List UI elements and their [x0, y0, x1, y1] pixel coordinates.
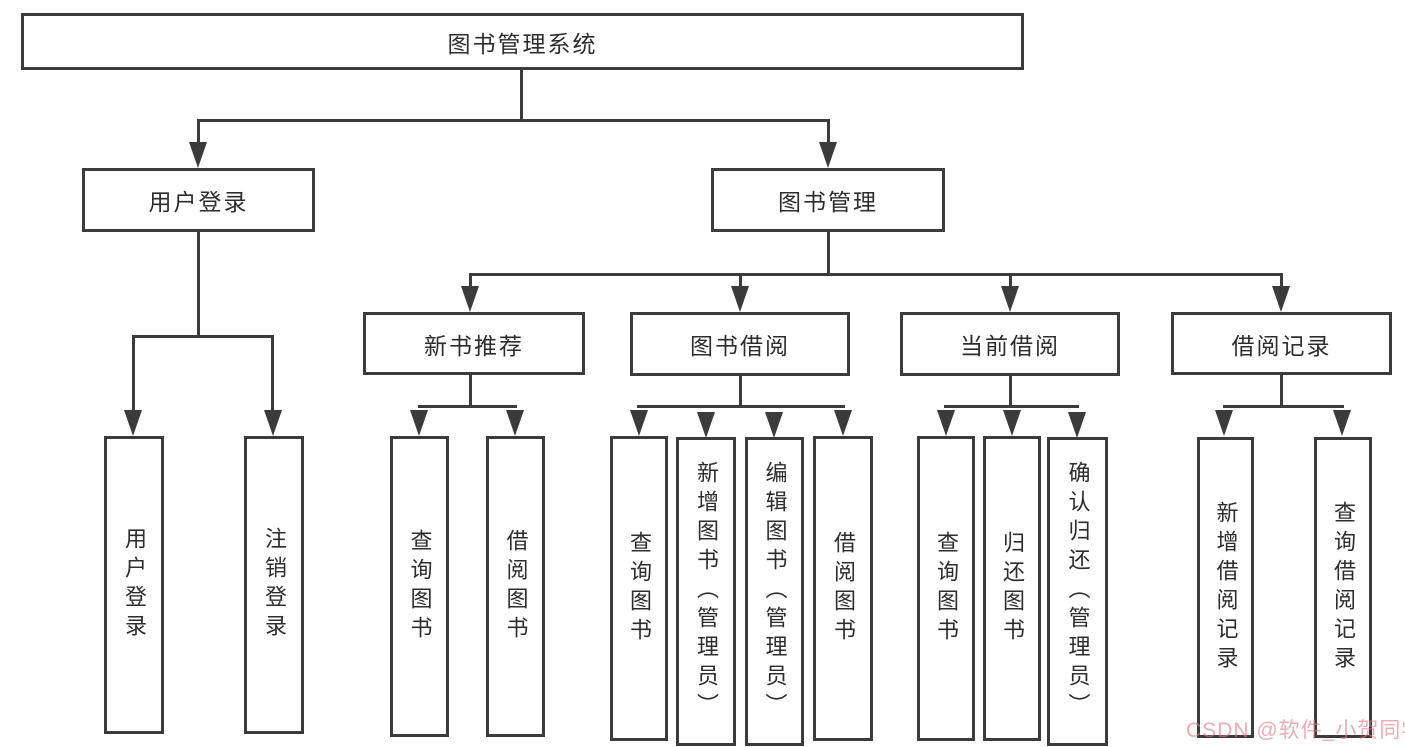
connector-line	[271, 335, 274, 415]
connector-line	[1280, 375, 1283, 407]
connector-line	[827, 232, 830, 275]
connector-line	[739, 273, 742, 289]
node-user-login: 用户登录	[82, 168, 315, 232]
arrow-down-icon	[1003, 410, 1021, 436]
connector-line	[132, 335, 135, 415]
connector-line	[469, 273, 1283, 276]
connector-line	[739, 375, 742, 407]
node-new-book-recommend: 新书推荐	[363, 312, 585, 375]
connector-line	[520, 70, 523, 122]
arrow-down-icon	[765, 412, 783, 438]
arrow-down-icon	[1333, 410, 1351, 436]
arrow-down-icon	[1272, 286, 1290, 312]
node-current-borrow: 当前借阅	[900, 312, 1120, 376]
arrow-down-icon	[264, 410, 282, 436]
leaf-confirm-return-admin: 确认归还（管理员）	[1047, 437, 1108, 746]
arrow-down-icon	[189, 142, 207, 168]
connector-line	[1009, 375, 1012, 407]
leaf-query-books-current: 查询图书	[917, 436, 975, 741]
leaf-edit-books-admin: 编辑图书（管理员）	[745, 437, 804, 746]
csdn-watermark: CSDN @软件_小贺同学	[1186, 719, 1405, 742]
connector-line	[637, 405, 845, 408]
node-book-borrow: 图书借阅	[630, 312, 850, 376]
node-borrow-records: 借阅记录	[1171, 312, 1392, 375]
leaf-query-books-borrow: 查询图书	[610, 436, 668, 741]
connector-line	[827, 119, 830, 147]
connector-line	[944, 405, 1079, 408]
arrow-down-icon	[834, 410, 852, 436]
connector-line	[1009, 273, 1012, 289]
connector-line	[132, 335, 274, 338]
leaf-return-books: 归还图书	[983, 436, 1041, 741]
arrow-down-icon	[1001, 286, 1019, 312]
connector-line	[1223, 405, 1344, 408]
connector-line	[197, 119, 830, 122]
leaf-query-borrow-record: 查询借阅记录	[1314, 437, 1372, 738]
leaf-query-books-recommend: 查询图书	[390, 436, 449, 737]
leaf-borrow-books-recommend: 借阅图书	[486, 436, 545, 737]
connector-line	[1280, 273, 1283, 289]
arrow-down-icon	[819, 142, 837, 168]
connector-line	[469, 374, 472, 407]
connector-line	[197, 232, 200, 337]
node-library-system: 图书管理系统	[21, 13, 1024, 70]
leaf-logout: 注销登录	[244, 436, 304, 734]
leaf-user-login: 用户登录	[104, 436, 164, 734]
leaf-add-books-admin: 新增图书（管理员）	[676, 437, 736, 746]
arrow-down-icon	[410, 410, 428, 436]
connector-line	[469, 273, 472, 289]
arrow-down-icon	[1215, 410, 1233, 436]
arrow-down-icon	[697, 412, 715, 438]
node-book-management: 图书管理	[711, 168, 945, 232]
arrow-down-icon	[461, 286, 479, 312]
arrow-down-icon	[1068, 412, 1086, 438]
connector-line	[418, 405, 517, 408]
leaf-borrow-books: 借阅图书	[813, 436, 873, 741]
arrow-down-icon	[124, 410, 142, 436]
arrow-down-icon	[937, 410, 955, 436]
arrow-down-icon	[506, 410, 524, 436]
leaf-add-borrow-record: 新增借阅记录	[1197, 437, 1254, 738]
connector-line	[197, 119, 200, 147]
arrow-down-icon	[731, 286, 749, 312]
arrow-down-icon	[630, 410, 648, 436]
